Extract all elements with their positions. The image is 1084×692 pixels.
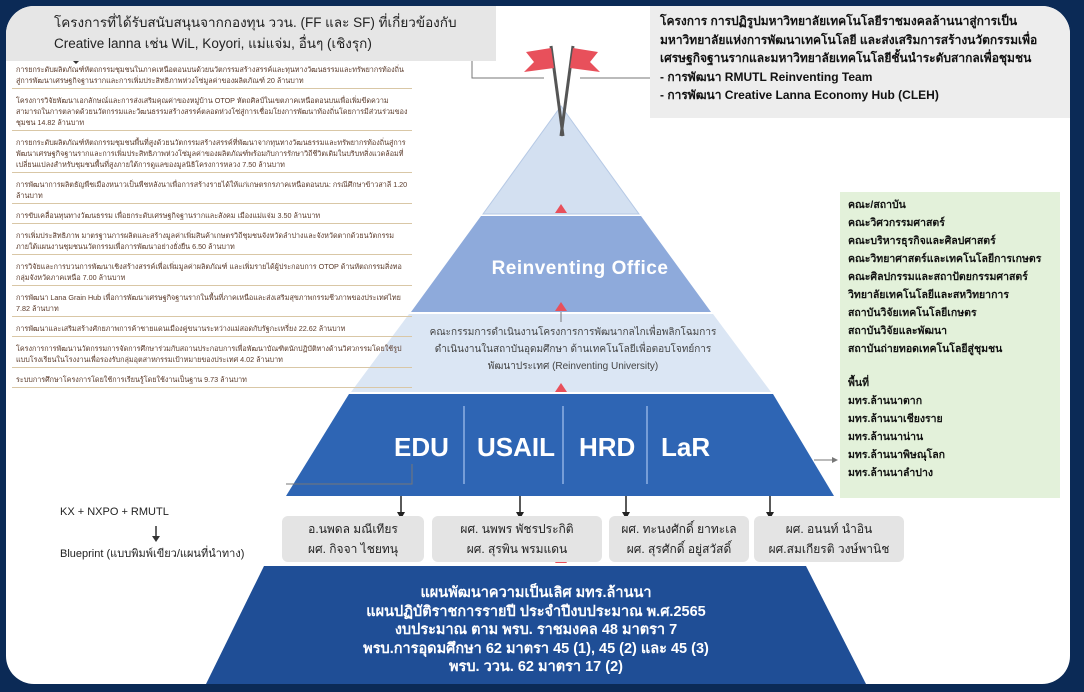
person-box-lar: ผศ. อนนท์ นำอิน ผศ.สมเกียรติ วงษ์พานิช	[754, 516, 904, 562]
person-name: ผศ. นพพร พัชรประกิติ	[460, 522, 574, 536]
arrow-down-icon	[152, 536, 160, 542]
arrow-right-icon	[832, 457, 838, 463]
person-name: ผศ. สุรศักดิ์ อยู่สวัสดิ์	[626, 542, 732, 556]
pillar-lar: LaR	[661, 432, 711, 462]
pillar-usail: USAIL	[477, 432, 555, 462]
project-item: การวิจัยและการบวนการพัฒนาเชิงสร้างสรรค์เ…	[12, 261, 412, 286]
faculty-item: สถาบันถ่ายทอดเทคโนโลยีสู่ชุมชน	[848, 343, 1003, 355]
flags-icon	[524, 45, 600, 137]
arrow-down-icon	[622, 512, 630, 519]
faculty-item: สถาบันวิจัยเทคโนโลยีเกษตร	[848, 307, 977, 319]
excellence-plan-text: แผนพัฒนาความเป็นเลิศ มทร.ล้านนา แผนปฏิบั…	[264, 566, 808, 684]
person-box-usail: ผศ. นพพร พัชรประกิติ ผศ. สุรพิน พรมแดน	[432, 516, 602, 562]
kx-label: KX + NXPO + RMUTL	[60, 506, 169, 518]
connector-line	[471, 61, 544, 79]
plan-line: แผนปฏิบัติราชการรายปี ประจำปีงบประมาณ พ.…	[366, 603, 706, 620]
funded-projects-header: โครงการที่ได้รับสนับสนุนจากกองทุน ววน. (…	[6, 6, 496, 61]
faculty-item: สถาบันวิจัยและพัฒนา	[848, 325, 948, 337]
reform-project-line: โครงการ การปฏิรูปมหาวิทยาลัยเทคโนโลยีราช…	[660, 14, 1018, 28]
area-item: มทร.ล้านนาเชียงราย	[848, 413, 943, 425]
project-item: การพัฒนาและเสริมสร้างศักยภาพการค้าชายแดน…	[12, 323, 412, 337]
pyramid-reinventing-tier	[411, 216, 711, 312]
plan-line: พรบ. ววน. 62 มาตรา 17 (2)	[449, 659, 623, 675]
project-item: การพัฒนา Lana Grain Hub เพื่อการพัฒนาเศร…	[12, 292, 412, 317]
project-item: การพัฒนาการผลิตธัญพืชเมืองหนาวเป็นพืชหลั…	[12, 179, 412, 204]
project-list: การยกระดับผลิตภัณฑ์หัตถกรรมชุมชนในภาคเหน…	[12, 64, 412, 506]
faculty-item: วิทยาลัยเทคโนโลยีและสหวิทยาการ	[848, 289, 1009, 301]
funded-projects-title-line2: Creative lanna เช่น WiL, Koyori, แม่แจ่ม…	[54, 36, 372, 51]
project-item: โครงการวิจัยพัฒนาเอกลักษณ์และการส่งเสริม…	[12, 95, 412, 131]
project-item: ระบบการศึกษาโครงการโดยใช้การเรียนรู้โดยใ…	[12, 374, 412, 388]
person-name: ผศ. สุรพิน พรมแดน	[466, 542, 568, 556]
person-box-hrd: ผศ. ทะนงศักดิ์ ยาทะเล ผศ. สุรศักดิ์ อยู่…	[609, 516, 749, 562]
area-heading: พื้นที่	[848, 377, 870, 389]
red-triangle-marker	[555, 302, 567, 311]
pyramid-base-tier	[286, 394, 834, 496]
faculty-item: คณะวิทยาศาสตร์และเทคโนโลยีการเกษตร	[848, 253, 1042, 265]
project-item: การยกระดับผลิตภัณฑ์หัตถกรรมชุมชนพื้นที่ส…	[12, 137, 412, 173]
plan-line: พรบ.การอุดมศึกษา 62 มาตรา 45 (1), 45 (2)…	[363, 640, 709, 657]
reform-project-line: มหาวิทยาลัยแห่งการพัฒนาเทคโนโลยี และส่งเ…	[660, 32, 1038, 47]
blueprint-label: Blueprint (แบบพิมพ์เขียว/แผนที่นำทาง)	[60, 548, 245, 560]
red-triangle-marker	[555, 383, 567, 392]
reinventing-office-label: Reinventing Office	[491, 258, 669, 279]
faculty-heading: คณะ/สถาบัน	[848, 199, 906, 211]
pyramid-committee-tier	[351, 314, 771, 392]
reform-project-line: - การพัฒนา RMUTL Reinventing Team	[660, 69, 873, 84]
funded-projects-title-line1: โครงการที่ได้รับสนับสนุนจากกองทุน ววน. (…	[54, 15, 457, 30]
bottom-plan-box	[206, 566, 866, 684]
faculty-area-list: คณะ/สถาบัน คณะวิศวกรรมศาสตร์ คณะบริหารธุ…	[840, 192, 1060, 498]
plan-line: งบประมาณ ตาม พรบ. ราชมงคล 48 มาตรา 7	[394, 622, 678, 638]
person-name: อ.นพดล มณีเทียร	[308, 522, 398, 536]
area-item: มทร.ล้านนาลำปาง	[848, 467, 933, 479]
pillar-hrd: HRD	[579, 432, 636, 462]
slide: โครงการที่ได้รับสนับสนุนจากกองทุน ววน. (…	[6, 6, 1070, 684]
committee-line: คณะกรรมการดำเนินงานโครงการการพัฒนากลไกเพ…	[429, 327, 717, 338]
plan-line: แผนพัฒนาความเป็นเลิศ มทร.ล้านนา	[420, 585, 652, 601]
pillar-edu: EDU	[394, 432, 449, 462]
project-item: โครงการการพัฒนานวัตกรรมการจัดการศึกษาร่ว…	[12, 343, 412, 368]
pyramid-top-tier	[482, 105, 640, 215]
person-name: ผศ.สมเกียรติ วงษ์พานิช	[768, 542, 890, 556]
person-name: ผศ. กิจจา ไชยทนุ	[307, 542, 399, 556]
committee-line: พัฒนาประเทศ (Reinventing University)	[487, 361, 659, 372]
arrow-down-icon	[516, 512, 524, 519]
faculty-item: คณะวิศวกรรมศาสตร์	[848, 217, 945, 229]
reform-project-line: - การพัฒนา Creative Lanna Economy Hub (C…	[660, 88, 939, 102]
reform-project-line: เศรษฐกิจฐานรากและมหาวิทยาลัยเทคโนโลยีชั้…	[660, 51, 1032, 65]
area-item: มทร.ล้านนาตาก	[848, 395, 923, 407]
connector-line	[286, 464, 413, 485]
person-name: ผศ. อนนท์ นำอิน	[785, 522, 873, 536]
area-item: มทร.ล้านนาน่าน	[848, 431, 924, 443]
person-box-edu: อ.นพดล มณีเทียร ผศ. กิจจา ไชยทนุ	[282, 516, 424, 562]
person-name: ผศ. ทะนงศักดิ์ ยาทะเล	[621, 522, 737, 536]
committee-line: ดำเนินงานในสถาบันอุดมศึกษา ด้านเทคโนโลยี…	[434, 344, 712, 355]
project-item: การยกระดับผลิตภัณฑ์หัตถกรรมชุมชนในภาคเหน…	[12, 64, 412, 89]
arrow-down-icon	[766, 512, 774, 519]
faculty-item: คณะศิลปกรรมและสถาปัตยกรรมศาสตร์	[848, 271, 1028, 283]
faculty-item: คณะบริหารธุรกิจและศิลปศาสตร์	[848, 235, 996, 247]
pyramid-diagram	[66, 45, 866, 684]
arrow-down-icon	[397, 512, 405, 519]
project-item: การขับเคลื่อนทุนทางวัฒนธรรม เพื่อยกระดับ…	[12, 210, 412, 224]
project-item: การเพิ่มประสิทธิภาพ มาตรฐานการผลิตและสร้…	[12, 230, 412, 255]
red-triangle-marker	[555, 204, 567, 213]
area-item: มทร.ล้านนาพิษณุโลก	[848, 449, 945, 461]
committee-text: คณะกรรมการดำเนินงานโครงการการพัฒนากลไกเพ…	[418, 324, 728, 375]
reform-project-box: โครงการ การปฏิรูปมหาวิทยาลัยเทคโนโลยีราช…	[650, 6, 1070, 118]
